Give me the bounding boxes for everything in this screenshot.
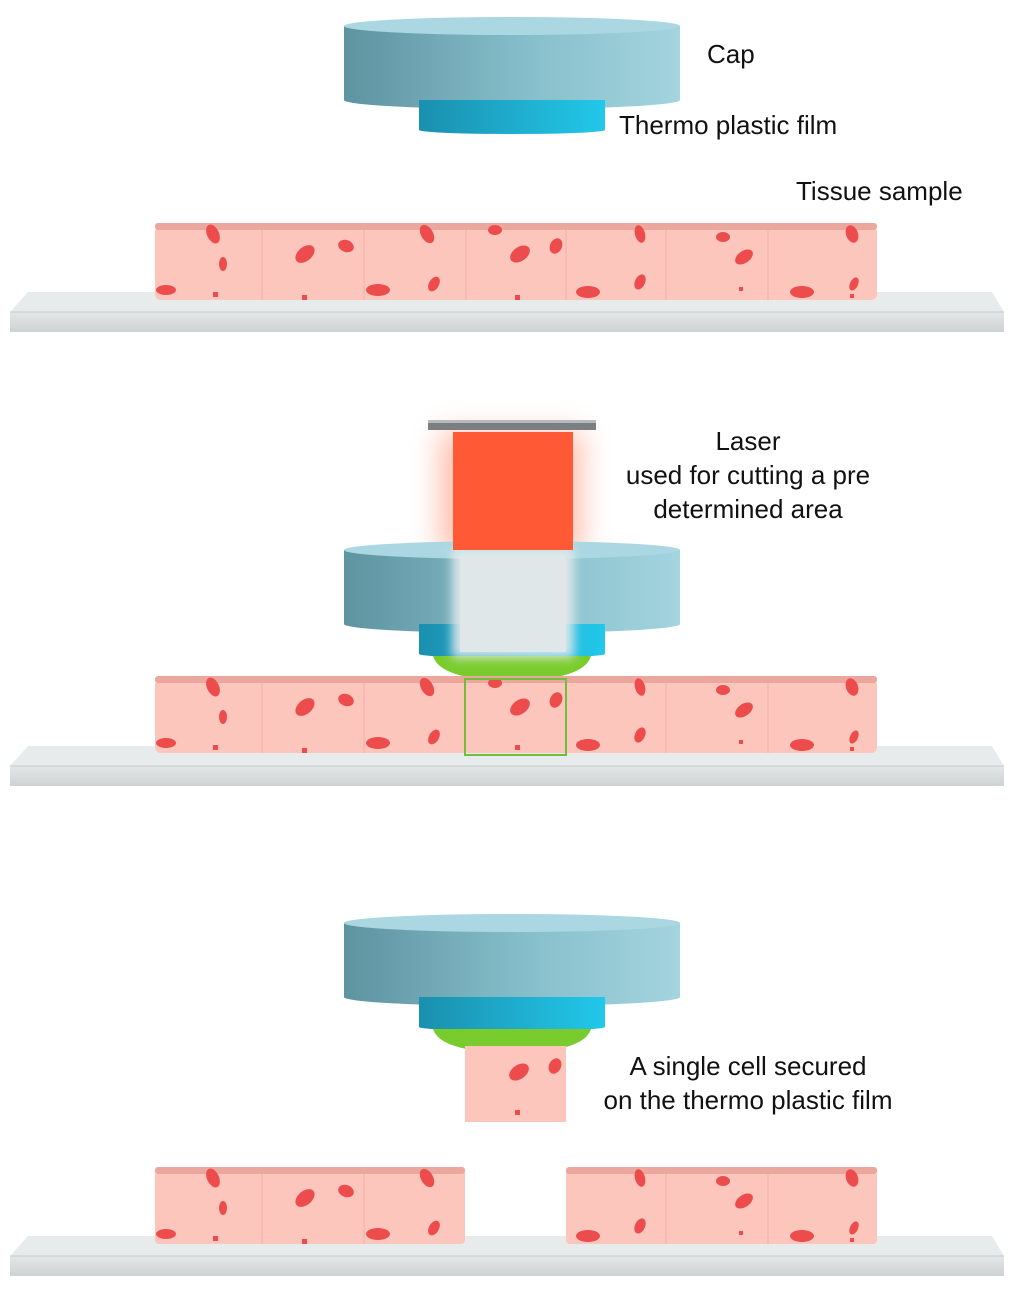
laser-label-line-2: used for cutting a pre [625,460,871,490]
tissue-3-left [155,1167,465,1244]
laser-label-line-1: Laser [715,426,781,456]
tissue-1 [155,223,877,300]
single-cell-label-line-1: A single cell secured [629,1051,867,1081]
tissue-2 [155,676,877,756]
melted-film-2 [433,656,591,681]
laser-label: Laser used for cutting a pre determined … [596,424,900,526]
panel-3 [10,914,1004,1276]
laser-label-line-3: determined area [653,494,843,524]
panel-2 [10,420,1004,786]
tissue-sample-label: Tissue sample [796,176,963,206]
laser-head [428,420,596,430]
thermo-film-3 [419,997,605,1031]
single-cell-label-line-2: on the thermo plastic film [603,1085,893,1115]
cap-3 [344,914,680,1006]
tissue-3-right [566,1167,877,1244]
panel-1 [10,17,1004,332]
thermo-film-1 [419,100,605,134]
thermo-film-label: Thermo plastic film [619,110,838,140]
cut-area-outline [464,678,567,756]
lifted-cell-piece [465,1046,566,1122]
single-cell-label: A single cell secured on the thermo plas… [570,1049,926,1117]
cap-label: Cap [707,39,755,69]
cap-1 [344,17,680,109]
laser-beam [453,432,573,550]
